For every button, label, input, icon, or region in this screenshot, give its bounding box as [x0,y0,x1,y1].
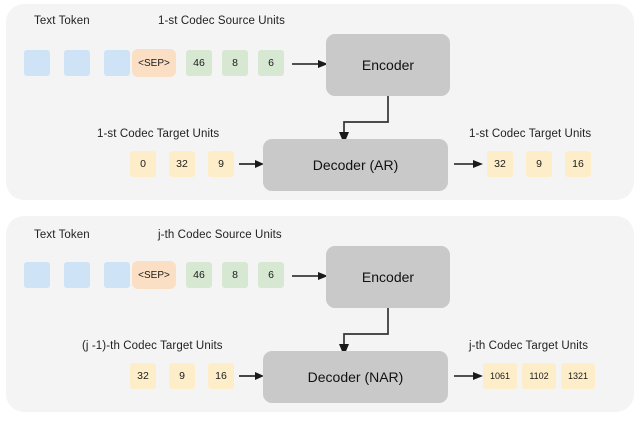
arrow-source-to-encoder-ar [292,60,328,68]
panel-ar: Text Token 1-st Codec Source Units <SEP>… [6,4,634,200]
source-unit-box: 6 [258,262,284,288]
source-unit-box: 6 [258,50,284,76]
label-target-units-in-nar: (j -1)-th Codec Target Units [82,340,223,352]
target-unit-in-box: 0 [130,151,156,177]
target-unit-out-box: 32 [487,151,513,177]
target-unit-in-box: 16 [208,363,234,389]
separator-token-box: <SEP> [132,49,176,77]
text-token-box [64,50,90,76]
arrow-decoder-to-output-ar [454,160,483,168]
label-text-token-nar: Text Token [34,229,90,241]
arrow-target-to-decoder-ar [239,160,264,168]
arrow-decoder-to-output-nar [454,372,483,380]
target-unit-out-box: 1321 [561,363,595,389]
encoder-block-nar: Encoder [326,246,450,308]
label-text-token-ar: Text Token [34,15,90,27]
arrow-source-to-encoder-nar [292,272,328,280]
label-target-units-in-ar: 1-st Codec Target Units [97,128,220,140]
text-token-box [104,50,130,76]
source-unit-box: 8 [222,262,248,288]
encoder-block-ar: Encoder [326,34,450,96]
label-source-units-nar: j-th Codec Source Units [158,229,282,241]
decoder-block-ar: Decoder (AR) [263,139,448,191]
target-unit-out-box: 1061 [483,363,517,389]
label-source-units-ar: 1-st Codec Source Units [158,15,285,27]
target-unit-out-box: 1102 [522,363,556,389]
text-token-box [104,262,130,288]
target-unit-out-box: 16 [565,151,591,177]
arrow-target-to-decoder-nar [239,372,264,380]
panel-nar: Text Token j-th Codec Source Units <SEP>… [6,216,634,412]
text-token-box [64,262,90,288]
target-unit-in-box: 9 [208,151,234,177]
source-unit-box: 46 [186,50,212,76]
label-target-units-out-nar: j-th Codec Target Units [469,340,589,352]
separator-token-box: <SEP> [132,261,176,289]
text-token-box [24,262,50,288]
target-unit-in-box: 32 [169,151,195,177]
source-unit-box: 46 [186,262,212,288]
target-unit-out-box: 9 [526,151,552,177]
source-unit-box: 8 [222,50,248,76]
target-unit-in-box: 32 [130,363,156,389]
decoder-block-nar: Decoder (NAR) [263,351,448,403]
text-token-box [24,50,50,76]
label-target-units-out-ar: 1-st Codec Target Units [469,128,592,140]
target-unit-in-box: 9 [169,363,195,389]
